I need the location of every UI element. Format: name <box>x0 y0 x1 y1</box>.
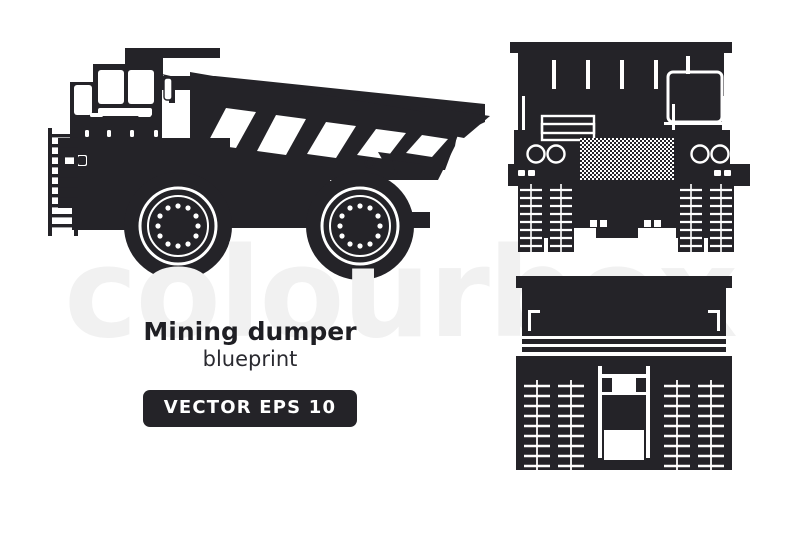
caption-block: Mining dumper blueprint VECTOR EPS 10 <box>95 317 405 428</box>
front-wheel-lugs <box>155 203 201 249</box>
bed-hinge-pin <box>364 157 376 169</box>
bed-hinge-arm <box>378 152 422 164</box>
front-view-illustration <box>508 42 750 254</box>
rear-body-stripes <box>522 336 726 355</box>
rear-tire-tread <box>524 380 724 470</box>
front-wheel <box>124 172 232 280</box>
page-title: Mining dumper <box>143 317 357 346</box>
rear-wheel <box>306 172 414 280</box>
dump-bed-slots <box>207 108 448 159</box>
cab-mirror-glass <box>163 77 173 101</box>
cab-mast <box>686 56 690 74</box>
page-subtitle: blueprint <box>202 347 298 371</box>
rear-bed-body <box>522 288 726 336</box>
lower-body-pips <box>590 220 661 227</box>
rear-wheel-lugs <box>337 203 383 249</box>
side-view-illustration <box>48 48 490 280</box>
deck-detail-marks <box>85 113 158 137</box>
rear-body-band-2 <box>522 347 726 352</box>
rear-bed-corner-notches <box>528 310 720 331</box>
canopy-rail <box>510 42 732 53</box>
access-ladder <box>48 128 78 236</box>
left-handrail <box>522 96 525 132</box>
format-badge: VECTOR EPS 10 <box>142 390 358 428</box>
headlights <box>526 144 730 164</box>
rear-view-illustration <box>516 276 732 470</box>
canopy-slots <box>552 60 658 89</box>
bed-hook <box>392 160 398 174</box>
front-tires <box>518 182 734 254</box>
tire-tread <box>520 184 732 254</box>
rear-tires <box>522 378 726 470</box>
marker-lights <box>518 170 731 176</box>
dump-bed-tail <box>422 106 490 138</box>
rear-bed-rail <box>516 276 732 288</box>
tow-hitch <box>598 366 650 460</box>
cab-windows <box>74 70 154 116</box>
rear-body-band <box>522 339 726 344</box>
grille-plate-white-2 <box>540 122 596 142</box>
headlight-side-lens <box>78 156 86 165</box>
